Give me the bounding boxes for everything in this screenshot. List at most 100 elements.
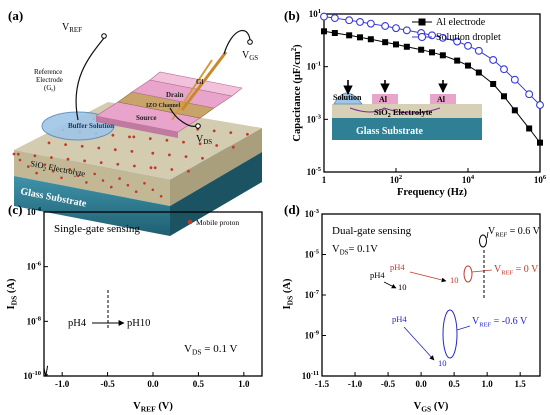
inset-substrate-label: Glass Substrate: [356, 126, 424, 137]
proton-dot: [16, 152, 20, 156]
legend-marker-solution: [417, 32, 427, 42]
group-label-0: VREF = 0 V: [494, 264, 539, 277]
group-label-neg-0-6: VREF = -0.6 V: [472, 316, 528, 329]
proton-dot: [170, 168, 174, 171]
proton-dot: [143, 182, 146, 185]
inset-al-left: [372, 94, 398, 104]
group-label-0-6: VREF = 0.6 V: [488, 226, 541, 239]
y-tick-label: 10-5: [305, 249, 320, 260]
x-tick-label: 1: [322, 175, 327, 185]
vref-terminal: [101, 33, 107, 39]
series-line-1: [323, 16, 541, 106]
proton-dot: [134, 190, 138, 193]
panel-b-legend: Al electrode Solution droplet: [412, 17, 501, 43]
substrate-front: [14, 176, 170, 236]
x-tick-label: -1.0: [348, 379, 363, 389]
probe-needle-1: [180, 51, 228, 111]
proton-dot: [43, 163, 47, 166]
data-point-al: [501, 93, 507, 100]
y-tick-label: 10-1: [307, 61, 321, 72]
panel-c-vds: VDS = 0.1 V: [184, 343, 238, 357]
inset-al-right: [430, 94, 456, 104]
x-tick-label: 0.0: [147, 379, 159, 389]
y-tick-label: 101: [309, 8, 321, 19]
panel-c-title: Single-gate sensing: [54, 223, 140, 235]
legend-label-al: Al electrode: [436, 17, 486, 28]
proton-dot: [51, 169, 55, 173]
data-point-solution: [489, 55, 498, 64]
panel-b-series: [320, 12, 544, 146]
proton-dot: [99, 161, 103, 165]
y-tick-label: 10-6: [27, 261, 42, 272]
vgs-label: VGS: [242, 50, 258, 62]
panel-a-schematic: (a) VREF VGS VDS Gi Drain IZO Channel So…: [8, 8, 262, 236]
proton-dot: [201, 156, 204, 160]
data-point-solution: [525, 90, 534, 99]
x-tick-label: 0.5: [448, 379, 460, 389]
red-end-label: 10: [450, 275, 459, 285]
data-point-al: [490, 80, 497, 87]
proton-dot: [246, 132, 249, 136]
proton-dot: [113, 148, 117, 152]
y-tick-label: 10-5: [307, 166, 322, 177]
legend-marker-al: [418, 18, 426, 26]
vgs-wire: [223, 29, 251, 55]
panel-d-label: (d): [284, 202, 300, 217]
proton-dot: [118, 177, 121, 180]
proton-dot: [148, 137, 152, 141]
proton-dot: [35, 171, 38, 175]
data-point-solution: [453, 37, 462, 46]
proton-dot: [76, 174, 80, 178]
proton-dot: [215, 144, 219, 147]
x-tick-label: 0.0: [415, 379, 427, 389]
proton-dot: [111, 133, 115, 137]
x-tick-label: -0.5: [100, 379, 115, 389]
data-point-solution: [536, 101, 544, 109]
data-point-solution: [438, 33, 447, 42]
proton-dot: [212, 129, 216, 133]
proton-dot: [229, 131, 233, 135]
pad-front: [96, 116, 178, 138]
data-point-al: [537, 139, 543, 146]
inset-electrolyte-label: SiO2 Electrolyte: [374, 107, 433, 119]
proton-dot: [64, 143, 67, 147]
data-point-al: [393, 41, 399, 48]
probe-needle-2: [171, 59, 213, 121]
panel-a-label: (a): [8, 8, 23, 23]
proton-dot: [68, 168, 72, 171]
data-point-solution: [428, 31, 436, 40]
data-point-al: [382, 39, 389, 46]
data-point-solution: [381, 22, 390, 30]
y-tick-label: 10-11: [302, 370, 319, 381]
panel-b-frame: [323, 13, 541, 173]
x-tick-label: -0.5: [381, 379, 396, 389]
proton-dot: [231, 145, 235, 149]
data-point-al: [357, 34, 363, 41]
y-tick-label: 10-3: [305, 208, 320, 219]
x-tick-label: 104: [462, 174, 475, 185]
panel-c-xlabel: VREF (V): [133, 401, 173, 414]
electrolyte-side: [170, 128, 262, 206]
panel-d-title: Dual-gate sensing: [332, 225, 412, 237]
group-pointer-black: [486, 231, 489, 239]
proton-dot: [165, 138, 169, 142]
group-ellipse-red: [463, 265, 473, 283]
proton-dot: [47, 141, 51, 145]
inset-al-right-label: Al: [437, 95, 446, 104]
x-tick-label: 1.0: [238, 379, 250, 389]
x-tick-label: -1.5: [315, 379, 330, 389]
red-arrow: [409, 271, 447, 283]
data-point-solution: [345, 16, 354, 25]
proton-dot: [153, 166, 157, 170]
group-pointer-red: [471, 269, 493, 273]
panel-d-vds: VDS= 0.1V: [332, 244, 378, 257]
data-point-al: [367, 36, 374, 43]
group-pointer-blue: [456, 325, 471, 331]
proton-dot: [116, 162, 120, 166]
substrate-side: [170, 152, 262, 236]
